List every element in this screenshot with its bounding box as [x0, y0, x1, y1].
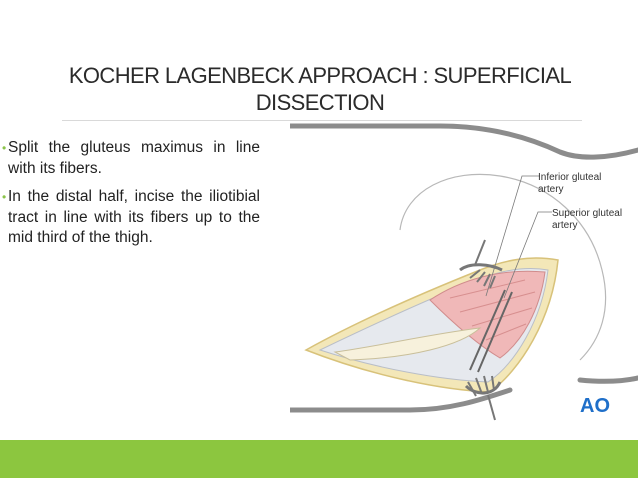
ao-logo: AO — [580, 395, 610, 417]
lower-retractor — [464, 375, 502, 421]
muscle-fibers — [449, 279, 536, 341]
label-inferior-line1: Inferior gluteal — [538, 172, 601, 183]
label-superior-line1: Superior gluteal — [552, 208, 622, 219]
surgical-illustration: Inferior gluteal artery Superior gluteal… — [290, 123, 638, 421]
bullet-text: Split the gluteus maximus in line with i… — [8, 139, 260, 177]
slide-title: KOCHER LAGENBECK APPROACH : SUPERFICIAL … — [68, 63, 572, 115]
thigh-outline-lower — [290, 387, 513, 413]
label-inferior-line2: artery — [538, 184, 564, 195]
bullet-list: • Split the gluteus maximus in line with… — [2, 138, 260, 257]
upper-retractor — [459, 239, 503, 289]
bullet-marker: • — [2, 141, 7, 155]
body-outline-right — [577, 375, 638, 384]
bullet-item: • Split the gluteus maximus in line with… — [2, 138, 260, 179]
label-superior-line2: artery — [552, 220, 578, 231]
gluteus-muscle — [429, 270, 546, 359]
forceps — [469, 289, 513, 373]
bullet-marker: • — [2, 190, 7, 204]
bullet-text: In the distal half, incise the iliotibia… — [8, 188, 260, 246]
footer-accent-bar — [0, 440, 638, 478]
leader-inferior — [485, 175, 540, 297]
body-outline-top — [290, 123, 638, 160]
bullet-item: • In the distal half, incise the iliotib… — [2, 187, 260, 249]
iliotibial-tract — [333, 327, 482, 361]
leader-superior — [503, 211, 552, 299]
buttock-contour — [399, 173, 607, 361]
title-divider — [62, 120, 582, 121]
